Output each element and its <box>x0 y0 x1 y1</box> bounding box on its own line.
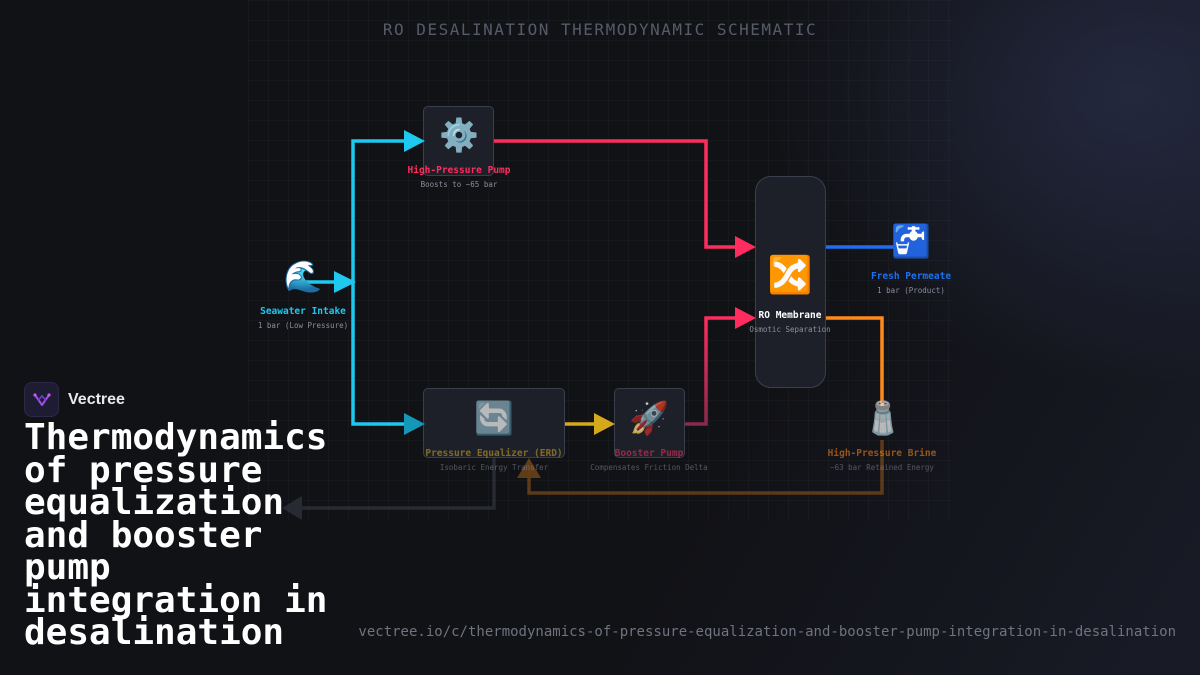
diagram-title: RO DESALINATION THERMODYNAMIC SCHEMATIC <box>382 20 818 39</box>
brine-sub: ~63 bar Retained Energy <box>830 463 934 472</box>
high-pressure-line <box>494 139 756 258</box>
erd-return-line <box>282 458 496 520</box>
membrane-box <box>755 176 826 388</box>
gear-icon: ⚙️ <box>439 116 479 154</box>
booster-box <box>614 388 685 458</box>
water-tap-icon: 🚰 <box>891 222 931 260</box>
diagram-grid <box>248 0 953 520</box>
booster-sub: Compensates Friction Delta <box>590 463 708 472</box>
page-url: vectree.io/c/thermodynamics-of-pressure-… <box>358 624 1176 640</box>
erd-sub: Isobaric Energy Transfer <box>439 463 549 472</box>
hp-pump-sub: Boosts to ~65 bar <box>420 180 498 189</box>
brand-name: Vectree <box>68 390 125 408</box>
seawater-label: Seawater Intake <box>260 306 346 317</box>
erd-box <box>423 388 565 458</box>
permeate-sub: 1 bar (Product) <box>877 286 945 295</box>
wave-icon: 🌊 <box>283 259 323 295</box>
brand: Vectree <box>24 382 125 417</box>
erd-label: Pressure Equalizer (ERD) <box>425 448 563 459</box>
hp-pump-label: High-Pressure Pump <box>407 165 511 176</box>
seawater-line <box>304 130 425 435</box>
headline: Thermodynamics of pressure equalization … <box>24 417 328 653</box>
shuffle-icon: 🔀 <box>767 255 813 296</box>
permeate-label: Fresh Permeate <box>870 271 952 282</box>
brine-line <box>826 316 884 406</box>
rocket-icon: 🚀 <box>629 399 669 437</box>
membrane-label: RO Membrane <box>758 310 822 321</box>
brine-return-line <box>517 440 884 495</box>
vectree-logo-icon <box>24 382 59 417</box>
cycle-arrows-icon: 🔄 <box>474 399 514 437</box>
seawater-sub: 1 bar (Low Pressure) <box>257 321 349 330</box>
salt-shaker-icon: 🧂 <box>863 399 903 437</box>
brine-label: High-Pressure Brine <box>827 448 937 459</box>
membrane-sub: Osmotic Separation <box>749 325 831 334</box>
erd-to-booster-line <box>565 413 615 435</box>
booster-to-membrane-line <box>685 307 756 426</box>
booster-label: Booster Pump <box>614 448 684 459</box>
hp-pump-box <box>423 106 494 176</box>
